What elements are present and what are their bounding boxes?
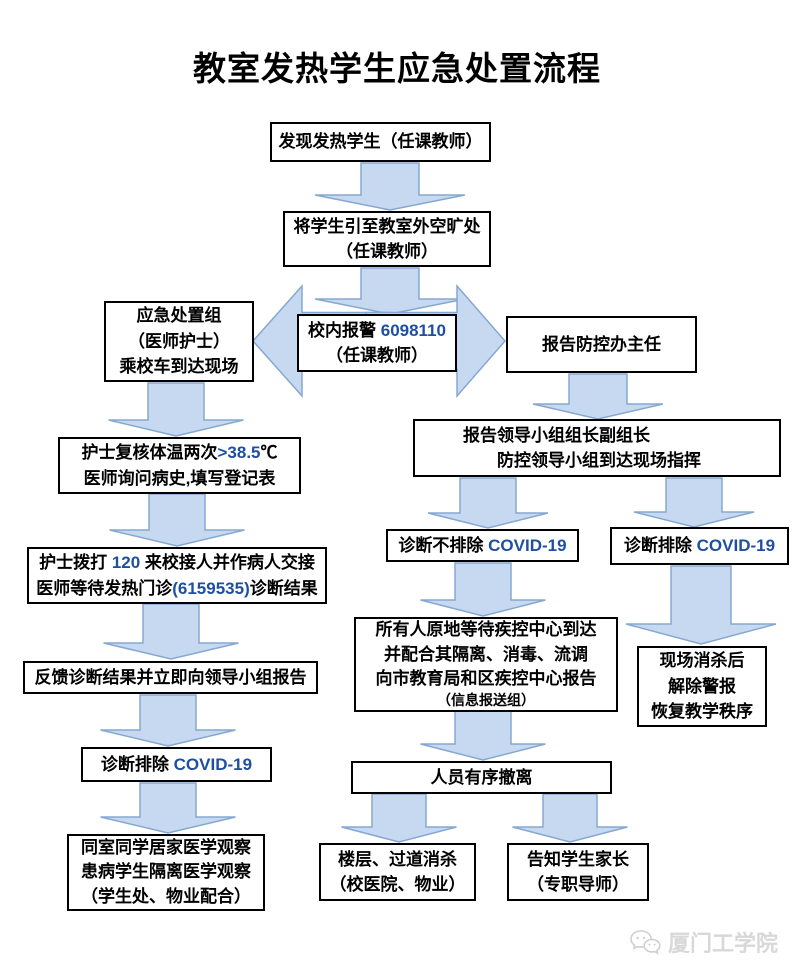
node-text: 诊断排除 COVID-19	[623, 536, 776, 556]
node-report-prevention-director: 报告防控办主任	[506, 316, 697, 373]
node-text: 现场消杀后	[659, 651, 745, 671]
node-covid-not-excluded: 诊断不排除 COVID-19	[386, 529, 579, 562]
node-text: （信息报送组）	[437, 691, 535, 708]
flow-arrow	[532, 373, 664, 420]
node-feedback-diagnosis: 反馈诊断结果并立即向领导小组报告	[23, 661, 318, 694]
node-text: 护士复核体温两次>38.5℃	[81, 443, 278, 462]
node-text: 诊断不排除 COVID-19	[398, 535, 567, 555]
node-site-disinfection: 现场消杀后 解除警报 恢复教学秩序	[637, 646, 767, 727]
page-title: 教室发热学生应急处置流程	[193, 49, 601, 88]
node-text: 所有人原地等待疾控中心到达	[375, 620, 597, 640]
node-emergency-team: 应急处置组 （医师护士） 乘校车到达现场	[104, 301, 254, 382]
node-text: 护士拨打 120 来校接人并作病人交接	[39, 553, 315, 572]
flow-arrow	[633, 477, 755, 528]
node-guide-outside: 将学生引至教室外空旷处 （任课教师）	[283, 211, 491, 267]
node-text: （任课教师）	[326, 346, 428, 365]
node-covid-excluded-left: 诊断排除 COVID-19	[81, 747, 272, 782]
phone-number: 6098110	[380, 320, 446, 340]
flow-arrow	[100, 782, 236, 834]
node-text: 诊断排除 COVID-19	[100, 754, 253, 774]
flow-arrow	[625, 565, 777, 645]
flow-arrow	[314, 162, 466, 211]
phone-number: (6159535)	[172, 578, 250, 598]
covid-label: COVID-19	[173, 754, 253, 774]
node-text: 恢复教学秩序	[651, 702, 753, 722]
node-text: 告知学生家长	[527, 849, 629, 869]
node-text: （医师护士）	[128, 331, 230, 351]
wechat-icon	[630, 929, 661, 954]
node-medical-observation: 同室同学居家医学观察 患病学生隔离医学观察 （学生处、物业配合）	[67, 834, 265, 911]
node-call-120: 护士拨打 120 来校接人并作病人交接 医师等待发热门诊(6159535)诊断结…	[27, 547, 327, 604]
node-text: （专职导师）	[527, 875, 629, 894]
node-text: 同室同学居家医学观察	[81, 838, 251, 858]
node-text: （任课教师）	[336, 242, 438, 261]
watermark-brand: 厦门工学院	[667, 931, 778, 956]
node-text: 解除警报	[668, 676, 736, 696]
node-covid-excluded-right: 诊断排除 COVID-19	[610, 527, 789, 565]
node-text: 将学生引至教室外空旷处	[293, 216, 481, 236]
node-notify-parents: 告知学生家长 （专职导师）	[507, 843, 649, 901]
flow-arrow	[100, 694, 236, 747]
node-text: 反馈诊断结果并立即向领导小组报告	[34, 667, 307, 687]
node-text: 报告领导小组组长副组长	[463, 425, 650, 445]
node-text: （校医院、物业）	[329, 875, 466, 894]
node-text: 报告防控办主任	[542, 334, 661, 354]
node-report-leaders: 报告领导小组组长副组长 防控领导小组到达现场指挥	[413, 419, 781, 477]
node-text: 防控领导小组到达现场指挥	[497, 451, 701, 470]
node-text: 人员有序撤离	[430, 767, 533, 787]
node-text: 并配合其隔离、消毒、流调	[384, 644, 588, 664]
node-text: 发现发热学生（任课教师）	[278, 132, 483, 152]
node-text: 医师询问病史,填写登记表	[83, 468, 276, 488]
covid-label: COVID-19	[488, 535, 567, 555]
flow-arrow	[512, 793, 628, 843]
flow-arrow	[427, 477, 549, 529]
flow-arrow	[314, 267, 466, 315]
node-text: 医师等待发热门诊(6159535)诊断结果	[36, 578, 318, 598]
flow-arrow	[109, 493, 245, 547]
node-text: 校内报警 6098110	[308, 320, 446, 340]
phone-number: 120	[111, 553, 141, 572]
flow-arrow	[420, 562, 546, 617]
node-floor-disinfection: 楼层、过道消杀 （校医院、物业）	[319, 843, 476, 901]
flow-arrow	[103, 603, 239, 660]
node-text: 向市教育局和区疾控中心报告	[375, 668, 597, 688]
node-discover-student: 发现发热学生（任课教师）	[270, 122, 491, 162]
covid-label: COVID-19	[696, 536, 776, 556]
temperature-threshold: >38.5	[217, 443, 261, 462]
watermark: 厦门工学院	[629, 926, 778, 958]
node-text: 患病学生隔离医学观察	[81, 862, 251, 882]
node-campus-alarm: 校内报警 6098110 （任课教师）	[297, 314, 457, 372]
flow-arrow	[341, 793, 457, 843]
node-text: 应急处置组	[136, 306, 222, 326]
node-text: 楼层、过道消杀	[338, 849, 457, 869]
node-nurse-recheck: 护士复核体温两次>38.5℃ 医师询问病史,填写登记表	[58, 437, 301, 494]
flow-arrow	[108, 382, 244, 437]
flow-arrow	[420, 710, 546, 761]
node-wait-cdc: 所有人原地等待疾控中心到达 并配合其隔离、消毒、流调 向市教育局和区疾控中心报告…	[354, 617, 618, 712]
node-text: 乘校车到达现场	[119, 357, 239, 377]
node-text: （学生处、物业配合）	[81, 886, 251, 906]
node-evacuate: 人员有序撤离	[351, 761, 612, 794]
